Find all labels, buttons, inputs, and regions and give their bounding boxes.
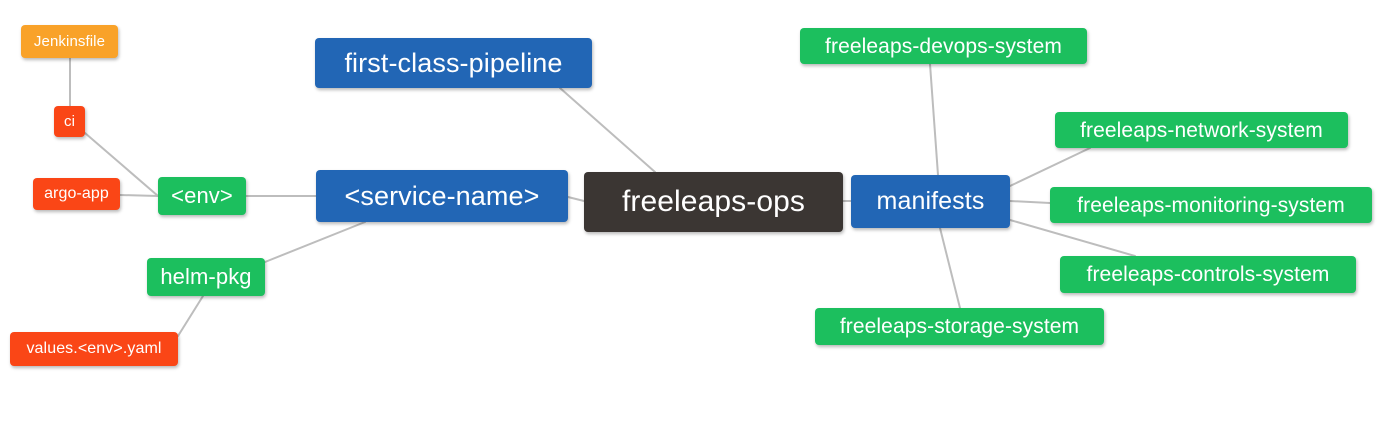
edge-values-env-yaml-to-helm-pkg — [177, 295, 204, 337]
mindmap-node-helm-pkg[interactable]: helm-pkg — [147, 258, 265, 296]
mindmap-node-freeleaps-monitoring-system[interactable]: freeleaps-monitoring-system — [1050, 187, 1372, 223]
node-label-freeleaps-storage-system: freeleaps-storage-system — [839, 315, 1080, 338]
mindmap-node-ci[interactable]: ci — [54, 106, 85, 137]
node-label-env: <env> — [171, 183, 233, 208]
node-label-first-class-pipeline: first-class-pipeline — [344, 47, 563, 78]
edge-helm-pkg-to-service-name — [264, 221, 366, 263]
node-label-freeleaps-network-system: freeleaps-network-system — [1080, 118, 1323, 142]
mindmap-node-freeleaps-controls-system[interactable]: freeleaps-controls-system — [1060, 256, 1356, 293]
mindmap-node-freeleaps-network-system[interactable]: freeleaps-network-system — [1055, 112, 1348, 148]
mindmap-node-service-name[interactable]: <service-name> — [316, 170, 568, 222]
mindmap-node-freeleaps-devops-system[interactable]: freeleaps-devops-system — [800, 28, 1087, 64]
node-label-manifests: manifests — [876, 187, 985, 215]
mindmap-node-values-env-yaml[interactable]: values.<env>.yaml — [10, 332, 178, 366]
mindmap-node-freeleaps-storage-system[interactable]: freeleaps-storage-system — [815, 308, 1104, 345]
edge-first-class-pipeline-to-freeleaps-ops — [559, 87, 656, 173]
edge-manifests-to-freeleaps-controls-system — [1009, 219, 1136, 257]
edge-manifests-to-freeleaps-storage-system — [939, 227, 961, 309]
edge-manifests-to-freeleaps-devops-system — [929, 63, 939, 176]
node-label-freeleaps-controls-system: freeleaps-controls-system — [1086, 263, 1330, 286]
node-label-freeleaps-devops-system: freeleaps-devops-system — [825, 34, 1062, 58]
mindmap-node-Jenkinsfile[interactable]: Jenkinsfile — [21, 25, 118, 58]
node-label-values-env-yaml: values.<env>.yaml — [26, 340, 162, 357]
node-label-argo-app: argo-app — [44, 185, 109, 202]
edge-manifests-to-freeleaps-network-system — [1009, 147, 1091, 187]
mindmap-node-first-class-pipeline[interactable]: first-class-pipeline — [315, 38, 592, 88]
edge-manifests-to-freeleaps-monitoring-system — [1009, 200, 1051, 204]
node-label-service-name: <service-name> — [344, 180, 540, 211]
edge-argo-app-to-env — [119, 194, 159, 197]
node-label-helm-pkg: helm-pkg — [160, 264, 252, 289]
node-label-ci: ci — [63, 113, 76, 130]
edge-service-name-to-freeleaps-ops — [567, 196, 585, 202]
node-label-freeleaps-ops: freeleaps-ops — [621, 185, 806, 218]
node-label-freeleaps-monitoring-system: freeleaps-monitoring-system — [1077, 193, 1345, 217]
node-label-Jenkinsfile: Jenkinsfile — [33, 33, 106, 50]
mindmap-node-manifests[interactable]: manifests — [851, 175, 1010, 228]
mindmap-node-freeleaps-ops[interactable]: freeleaps-ops — [584, 172, 843, 232]
mindmap-node-argo-app[interactable]: argo-app — [33, 178, 120, 210]
mindmap-node-env[interactable]: <env> — [158, 177, 246, 215]
